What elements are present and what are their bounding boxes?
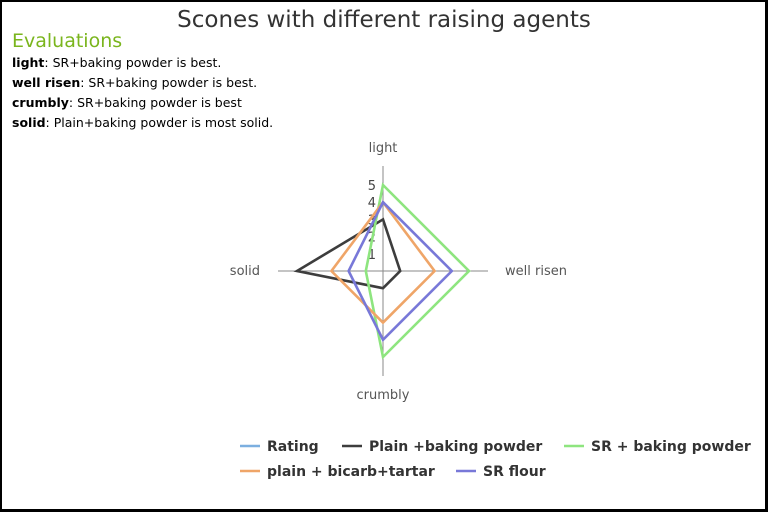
legend-label: SR flour: [483, 464, 546, 480]
series-polygon-sr-baking-powder: [364, 182, 471, 360]
chart-title: Scones with different raising agents: [177, 7, 591, 33]
series-polygon-sr-flour: [347, 200, 454, 342]
evaluation-term: light: [12, 55, 45, 70]
axis-label-light: light: [369, 141, 398, 156]
legend-label: plain + bicarb+tartar: [267, 464, 435, 480]
evaluation-text: : SR+baking powder is best.: [80, 75, 258, 90]
evaluation-item: crumbly: SR+baking powder is best: [12, 93, 273, 113]
evaluation-term: well risen: [12, 75, 81, 90]
radial-tick-label: 1: [368, 248, 376, 263]
evaluations-list: light: SR+baking powder is best. well ri…: [12, 53, 273, 133]
evaluation-item: well risen: SR+baking powder is best.: [12, 73, 273, 93]
evaluation-term: crumbly: [12, 95, 69, 110]
legend-label: SR + baking powder: [591, 439, 751, 455]
evaluations-heading: Evaluations: [12, 30, 123, 52]
evaluation-item: solid: Plain+baking powder is most solid…: [12, 113, 273, 133]
evaluation-item: light: SR+baking powder is best.: [12, 53, 273, 73]
legend-label: Plain +baking powder: [369, 439, 542, 455]
series-polygon-plain-bicarb-tartar: [329, 200, 437, 325]
evaluation-term: solid: [12, 115, 46, 130]
axis-label-crumbly: crumbly: [357, 388, 410, 403]
radial-tick-label: 4: [368, 196, 376, 211]
evaluation-text: : SR+baking powder is best: [68, 95, 242, 110]
radial-tick-label: 5: [368, 179, 376, 194]
evaluation-text: : Plain+baking powder is most solid.: [45, 115, 274, 130]
axis-label-well-risen: well risen: [505, 264, 567, 279]
axis-label-solid: solid: [230, 264, 260, 279]
legend-label: Rating: [267, 439, 319, 455]
evaluation-text: : SR+baking powder is best.: [44, 55, 222, 70]
series-polygon-plain-baking-powder: [293, 217, 402, 290]
radial-tick-label: 3: [368, 213, 376, 228]
